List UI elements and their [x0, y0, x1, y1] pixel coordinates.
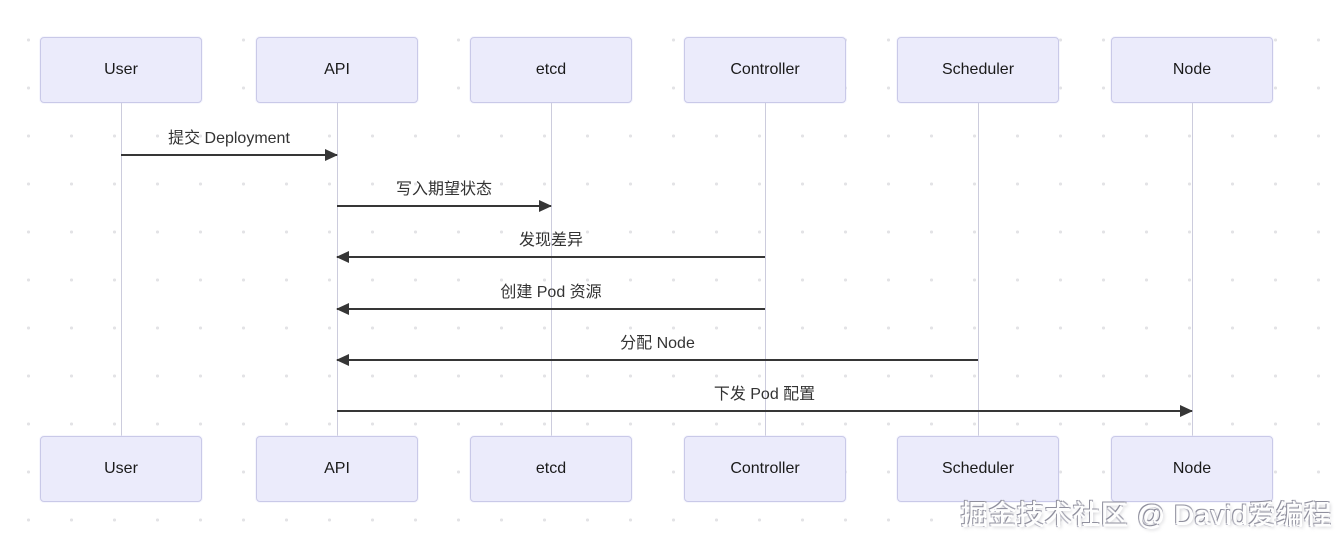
actor-bottom-node: Node	[1111, 436, 1273, 502]
message-arrow	[336, 303, 765, 315]
actor-bottom-user: User	[40, 436, 202, 502]
actor-label: Scheduler	[941, 61, 1015, 78]
arrowhead-left-icon	[336, 303, 349, 315]
message-detect-diff: 发现差异	[336, 230, 765, 263]
arrowhead-left-icon	[336, 354, 349, 366]
actor-top-scheduler: Scheduler	[897, 37, 1059, 103]
actor-top-user: User	[40, 37, 202, 103]
message-push-pod-config: 下发 Pod 配置	[337, 384, 1193, 417]
message-arrow	[336, 251, 765, 263]
lifeline-scheduler	[978, 103, 979, 436]
actor-label: User	[104, 61, 138, 78]
message-label: 创建 Pod 资源	[500, 284, 602, 301]
arrowhead-right-icon	[1180, 405, 1193, 417]
lifeline-user	[121, 103, 122, 436]
actor-label: API	[324, 460, 350, 477]
lifeline-node	[1192, 103, 1193, 436]
actor-bottom-controller: Controller	[684, 436, 846, 502]
arrowhead-right-icon	[539, 200, 552, 212]
message-assign-node: 分配 Node	[336, 333, 978, 366]
actor-label: Controller	[730, 61, 800, 78]
actor-label: API	[324, 61, 350, 78]
actor-top-etcd: etcd	[470, 37, 632, 103]
message-submit-deployment: 提交 Deployment	[121, 128, 338, 161]
lifeline-etcd	[551, 103, 552, 436]
message-arrow	[121, 149, 338, 161]
message-label: 分配 Node	[620, 335, 695, 352]
actor-bottom-api: API	[256, 436, 418, 502]
actor-label: etcd	[535, 460, 567, 477]
actor-label: Scheduler	[941, 460, 1015, 477]
message-arrow	[337, 200, 552, 212]
watermark-text: 掘金技术社区 @ David爱编程	[960, 500, 1332, 530]
actor-label: etcd	[535, 61, 567, 78]
actor-label: Node	[1172, 460, 1212, 477]
actor-top-node: Node	[1111, 37, 1273, 103]
actor-bottom-etcd: etcd	[470, 436, 632, 502]
actor-top-api: API	[256, 37, 418, 103]
message-arrow	[337, 405, 1193, 417]
message-create-pod: 创建 Pod 资源	[336, 282, 765, 315]
lifeline-api	[337, 103, 338, 436]
actor-bottom-scheduler: Scheduler	[897, 436, 1059, 502]
message-write-desired-state: 写入期望状态	[337, 179, 552, 212]
message-label: 下发 Pod 配置	[713, 386, 816, 403]
message-label: 提交 Deployment	[168, 130, 290, 147]
message-label: 发现差异	[518, 232, 583, 249]
actor-top-controller: Controller	[684, 37, 846, 103]
message-arrow	[336, 354, 978, 366]
message-label: 写入期望状态	[395, 181, 492, 198]
actor-label: Node	[1172, 61, 1212, 78]
actor-label: User	[104, 460, 138, 477]
actor-label: Controller	[730, 460, 800, 477]
lifeline-controller	[765, 103, 766, 436]
arrowhead-right-icon	[325, 149, 338, 161]
arrowhead-left-icon	[336, 251, 349, 263]
